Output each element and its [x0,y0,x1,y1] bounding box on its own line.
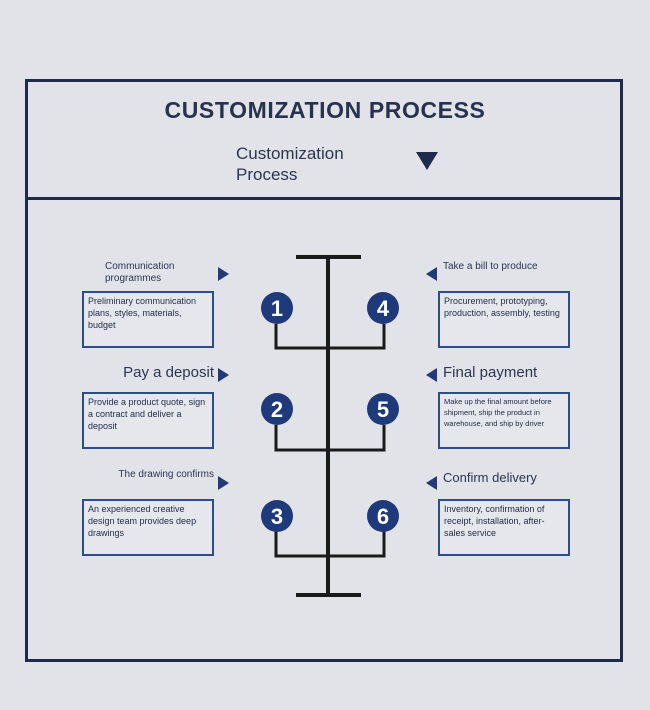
svg-text:1: 1 [271,296,283,321]
step-6-circle: 6 [367,500,399,532]
step-5-heading: Final payment [443,364,538,381]
svg-text:2: 2 [271,397,283,422]
diagram-frame [25,79,623,662]
step-1-circle: 1 [261,292,293,324]
step-1-heading: Communication programmes [105,261,175,284]
step-6-description: Inventory, confirmation of receipt, inst… [438,499,570,556]
arrow-right-icon [218,476,229,490]
step-3-description: An experienced creative design team prov… [82,499,214,556]
arrow-right-icon [218,267,229,281]
step-2-heading: Pay a deposit [123,364,214,381]
step-3-heading: The drawing confirms [118,469,214,480]
arrow-right-icon [218,368,229,382]
svg-text:5: 5 [377,397,389,422]
step-3-circle: 3 [261,500,293,532]
triangle-down-icon [416,152,438,170]
svg-text:4: 4 [377,296,390,321]
step-4-heading: Take a bill to produce [443,261,538,272]
header-divider [25,197,623,200]
page-title: CUSTOMIZATION PROCESS [164,97,486,123]
svg-text:6: 6 [377,504,389,529]
step-2-description: Provide a product quote, sign a contract… [82,392,214,449]
step-5-circle: 5 [367,393,399,425]
step-1-description: Preliminary communication plans, styles,… [82,291,214,348]
step-4-circle: 4 [367,292,399,324]
step-6-heading: Confirm delivery [443,470,537,485]
arrow-left-icon [426,476,437,490]
branch-3-6 [274,531,386,558]
arrow-left-icon [426,267,437,281]
step-2-circle: 2 [261,393,293,425]
subtitle: Customization Process [236,144,344,184]
branch-2-5 [274,425,386,452]
step-5-description: Make up the final amount before shipment… [438,392,570,449]
step-4-description: Procurement, prototyping, production, as… [438,291,570,348]
arrow-left-icon [426,368,437,382]
svg-text:3: 3 [271,504,283,529]
branch-1-4 [274,324,386,350]
